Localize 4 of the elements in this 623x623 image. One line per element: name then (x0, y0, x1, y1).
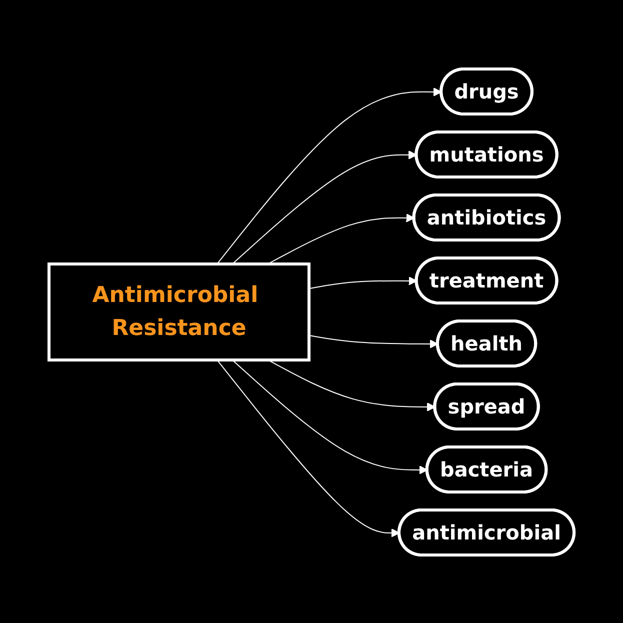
arrow (216, 87, 442, 264)
node-box: Antimicrobial Resistance (47, 262, 310, 361)
arrow (232, 359, 428, 474)
arrow (216, 359, 400, 537)
